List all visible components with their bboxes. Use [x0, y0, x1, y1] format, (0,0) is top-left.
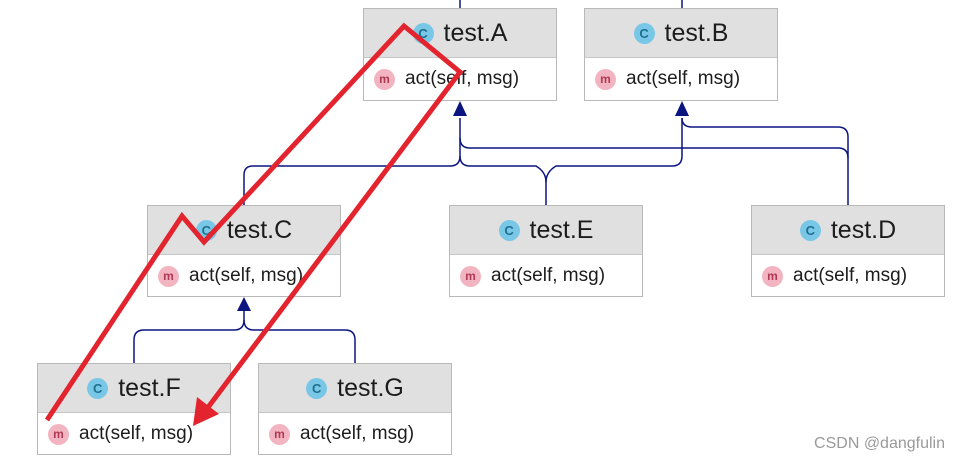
- class-test-c-method: act(self, msg): [189, 265, 304, 286]
- class-test-c-title: test.C: [226, 215, 293, 244]
- class-test-e-method-row[interactable]: m act(self, msg): [450, 255, 642, 297]
- method-icon: m: [762, 265, 783, 287]
- method-icon: m: [595, 68, 616, 90]
- method-icon: m: [269, 423, 290, 445]
- method-icon: m: [48, 423, 69, 445]
- connector-f-to-c: [133, 308, 245, 363]
- mro-annotation-path: [44, 22, 464, 422]
- connector-g-to-c: [243, 319, 356, 363]
- arrowhead-a: [453, 101, 467, 116]
- class-test-g-method-row[interactable]: m act(self, msg): [259, 413, 451, 455]
- class-test-g[interactable]: C test.G m act(self, msg): [258, 363, 452, 455]
- class-test-c-header: C test.C: [148, 206, 340, 255]
- class-test-e-method: act(self, msg): [491, 265, 606, 286]
- class-test-g-method: act(self, msg): [300, 423, 415, 444]
- class-test-e[interactable]: C test.E m act(self, msg): [449, 205, 643, 297]
- class-test-g-title: test.G: [337, 373, 404, 402]
- class-test-f-method-row[interactable]: m act(self, msg): [38, 413, 230, 455]
- class-test-d-method-row[interactable]: m act(self, msg): [752, 255, 944, 297]
- method-icon: m: [460, 265, 481, 287]
- class-test-g-header: C test.G: [259, 364, 451, 413]
- connector-e-to-b: [545, 118, 683, 183]
- class-icon: C: [498, 219, 520, 241]
- class-test-a-title: test.A: [443, 18, 508, 47]
- class-icon: C: [306, 377, 328, 399]
- mro-arrowhead: [193, 397, 219, 426]
- class-icon: C: [87, 377, 109, 399]
- class-test-c-method-row[interactable]: m act(self, msg): [148, 255, 340, 297]
- class-icon: C: [799, 219, 821, 241]
- class-test-b-method-row[interactable]: m act(self, msg): [585, 58, 777, 100]
- class-test-a-method-row[interactable]: m act(self, msg): [364, 58, 556, 100]
- class-test-b-title: test.B: [664, 18, 729, 47]
- connector-d-to-b: [681, 117, 849, 158]
- class-test-b-method: act(self, msg): [626, 68, 741, 89]
- class-test-b-header: C test.B: [585, 9, 777, 58]
- connector-c-to-a: [243, 118, 461, 205]
- class-test-d-header: C test.D: [752, 206, 944, 255]
- arrowhead-b: [675, 101, 689, 116]
- class-test-e-header: C test.E: [450, 206, 642, 255]
- method-icon: m: [158, 265, 179, 287]
- class-test-a[interactable]: C test.A m act(self, msg): [363, 8, 557, 101]
- class-test-d-method: act(self, msg): [793, 265, 908, 286]
- class-test-f-title: test.F: [118, 373, 181, 402]
- class-icon: C: [633, 22, 655, 44]
- class-test-e-title: test.E: [529, 215, 594, 244]
- connector-e-to-a: [459, 155, 547, 205]
- class-test-b[interactable]: C test.B m act(self, msg): [584, 8, 778, 101]
- class-test-a-method: act(self, msg): [405, 68, 520, 89]
- method-icon: m: [374, 68, 395, 90]
- arrowhead-c: [237, 297, 251, 311]
- class-test-d-title: test.D: [830, 215, 897, 244]
- watermark: CSDN @dangfulin: [814, 435, 945, 452]
- class-test-d[interactable]: C test.D m act(self, msg): [751, 205, 945, 297]
- class-test-f-method: act(self, msg): [79, 423, 194, 444]
